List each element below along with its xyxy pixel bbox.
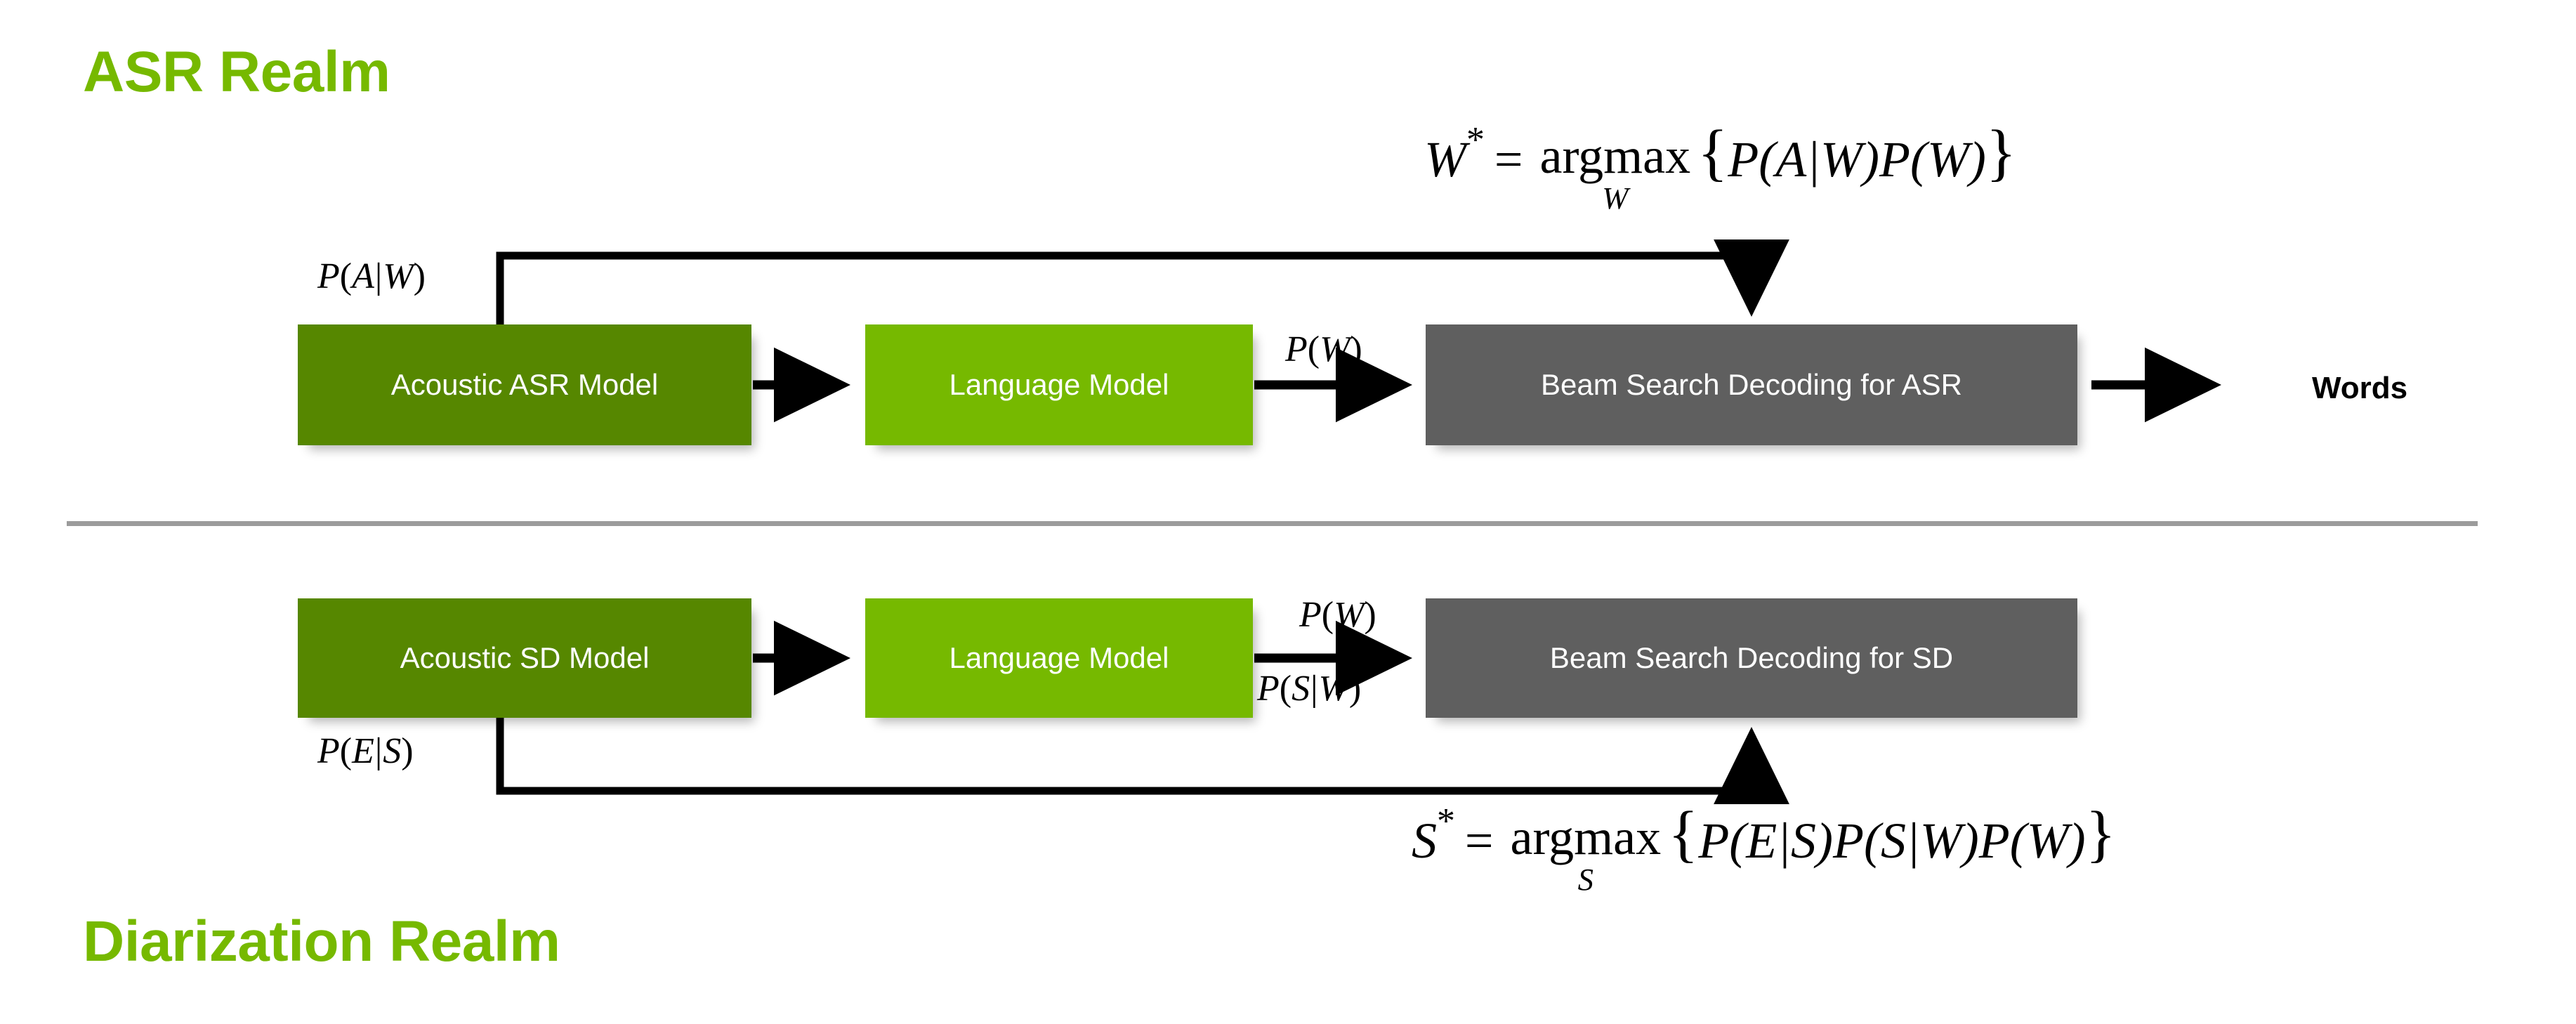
left-paren: ( xyxy=(339,256,353,296)
box-language-model-sd[interactable]: Language Model xyxy=(865,598,1253,718)
left-paren: ( xyxy=(1321,595,1334,635)
left-paren: ( xyxy=(1279,669,1292,709)
event-symbol: S xyxy=(1292,669,1310,709)
box-beam-search-decoding-sd-label: Beam Search Decoding for SD xyxy=(1549,641,1954,674)
equation-sd: S* = argmax S {P(E|S)P(S|W)P(W)} xyxy=(1412,801,2116,895)
box-language-model-asr[interactable]: Language Model xyxy=(865,324,1253,445)
conditional-bar: | xyxy=(374,731,383,771)
p-symbol: P xyxy=(317,256,340,296)
conditional-bar: | xyxy=(1310,669,1318,709)
box-beam-search-decoding-sd[interactable]: Beam Search Decoding for SD xyxy=(1426,598,2077,718)
box-language-model-asr-label: Language Model xyxy=(949,368,1169,401)
equation-sd-open-brace: { xyxy=(1668,799,1699,869)
output-words-label: Words xyxy=(2312,371,2408,405)
condition-symbol: W xyxy=(1318,669,1349,709)
equation-asr: W* = argmax W {P(A|W)P(W)} xyxy=(1424,120,2016,214)
event-symbol: W xyxy=(1334,595,1365,635)
equation-sd-close-brace: } xyxy=(2085,799,2116,869)
equation-sd-argmax-operator: argmax xyxy=(1510,809,1662,865)
asr-realm-title: ASR Realm xyxy=(83,40,390,104)
equation-sd-argmax-subscript: S xyxy=(1577,862,1593,897)
right-paren: ) xyxy=(1350,329,1362,369)
equation-sd-body: P(E|S)P(S|W)P(W) xyxy=(1698,813,2086,869)
feedback-acoustic-sd-to-beam-search xyxy=(496,718,1789,804)
equation-asr-open-brace: { xyxy=(1697,117,1728,188)
event-symbol: E xyxy=(352,731,374,771)
equation-asr-star: * xyxy=(1466,120,1485,161)
label-p-a-given-w: P(A|W) xyxy=(317,258,426,295)
box-beam-search-decoding-asr-label: Beam Search Decoding for ASR xyxy=(1541,368,1962,401)
label-p-e-given-s: P(E|S) xyxy=(317,733,414,770)
label-p-w-sd: P(W) xyxy=(1299,597,1376,634)
right-paren: ) xyxy=(401,731,414,771)
right-paren: ) xyxy=(1364,595,1376,635)
box-acoustic-asr-model-label: Acoustic ASR Model xyxy=(390,368,659,401)
equation-asr-lhs: W xyxy=(1424,131,1466,188)
p-symbol: P xyxy=(1257,669,1280,709)
box-acoustic-sd-model[interactable]: Acoustic SD Model xyxy=(298,598,751,718)
left-paren: ( xyxy=(1307,329,1320,369)
label-p-w-asr: P(W) xyxy=(1285,332,1362,368)
box-beam-search-decoding-asr[interactable]: Beam Search Decoding for ASR xyxy=(1426,324,2077,445)
label-p-s-given-w: P(S|W) xyxy=(1257,671,1361,707)
diarization-realm-title: Diarization Realm xyxy=(83,910,560,973)
condition-symbol: S xyxy=(383,731,402,771)
p-symbol: P xyxy=(1299,595,1322,635)
right-paren: ) xyxy=(1348,669,1362,709)
equation-asr-argmax-subscript: W xyxy=(1602,180,1629,216)
box-acoustic-sd-model-label: Acoustic SD Model xyxy=(400,641,650,674)
box-language-model-sd-label: Language Model xyxy=(949,641,1169,674)
right-paren: ) xyxy=(413,256,426,296)
p-symbol: P xyxy=(1285,329,1308,369)
condition-symbol: W xyxy=(383,256,414,296)
equation-sd-lhs: S xyxy=(1412,813,1437,869)
left-paren: ( xyxy=(339,731,353,771)
equation-asr-argmax: argmax W xyxy=(1540,131,1691,214)
equation-asr-close-brace: } xyxy=(1985,117,2017,188)
equation-asr-equals: = xyxy=(1494,131,1523,188)
equation-asr-body: P(A|W)P(W) xyxy=(1728,131,1986,188)
p-symbol: P xyxy=(317,731,340,771)
equation-asr-argmax-operator: argmax xyxy=(1539,128,1691,184)
equation-sd-star: * xyxy=(1437,801,1455,842)
equation-sd-argmax: argmax S xyxy=(1511,812,1662,895)
box-acoustic-asr-model[interactable]: Acoustic ASR Model xyxy=(298,324,751,445)
feedback-acoustic-asr-to-beam-search xyxy=(496,239,1789,324)
event-symbol: A xyxy=(352,256,374,296)
conditional-bar: | xyxy=(374,256,383,296)
equation-sd-equals: = xyxy=(1464,813,1494,869)
event-symbol: W xyxy=(1320,329,1351,369)
realm-divider xyxy=(67,521,2478,526)
